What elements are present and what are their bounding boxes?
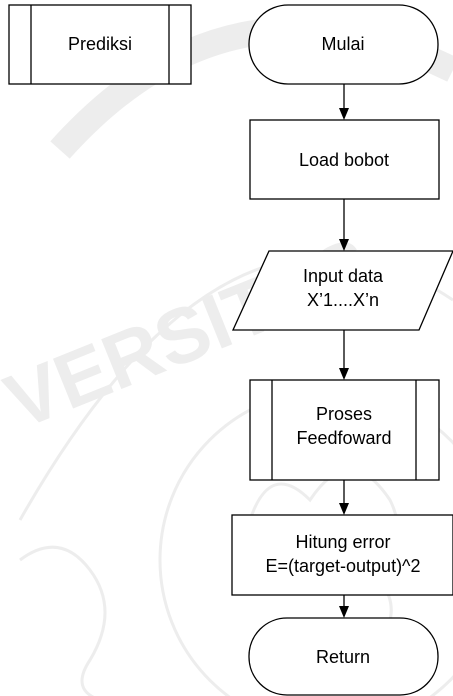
node-feedfoward-label-line1: Proses bbox=[316, 404, 372, 424]
node-return: Return bbox=[248, 617, 439, 696]
arrowhead-error-to-end bbox=[339, 606, 349, 618]
arrowhead-load-to-input bbox=[339, 239, 349, 251]
node-proses-feedfoward: Proses Feedfoward bbox=[249, 379, 440, 481]
node-feedfoward-label-line2: Feedfoward bbox=[296, 428, 391, 448]
arrowhead-feedforward-to-error bbox=[339, 503, 349, 515]
node-input-label-line2: X’1....X’n bbox=[307, 290, 379, 310]
arrowhead-start-to-load bbox=[339, 108, 349, 120]
node-start-label: Mulai bbox=[321, 34, 364, 54]
node-return-label: Return bbox=[316, 647, 370, 667]
node-load-label: Load bobot bbox=[299, 150, 389, 170]
connectors bbox=[339, 84, 349, 618]
node-load-bobot: Load bobot bbox=[249, 119, 440, 200]
node-input-label-line1: Input data bbox=[303, 266, 384, 286]
node-start: Mulai bbox=[248, 4, 439, 85]
node-hitung-error: Hitung error E=(target-output)^2 bbox=[231, 514, 453, 596]
node-error-label-line1: Hitung error bbox=[295, 532, 390, 552]
node-error-label-line2: E=(target-output)^2 bbox=[265, 556, 420, 576]
node-input-data: Input data X’1....X’n bbox=[231, 250, 453, 331]
header-box-prediksi: Prediksi bbox=[8, 4, 192, 85]
header-box-label: Prediksi bbox=[68, 34, 132, 54]
arrowhead-input-to-feedforward bbox=[339, 368, 349, 380]
